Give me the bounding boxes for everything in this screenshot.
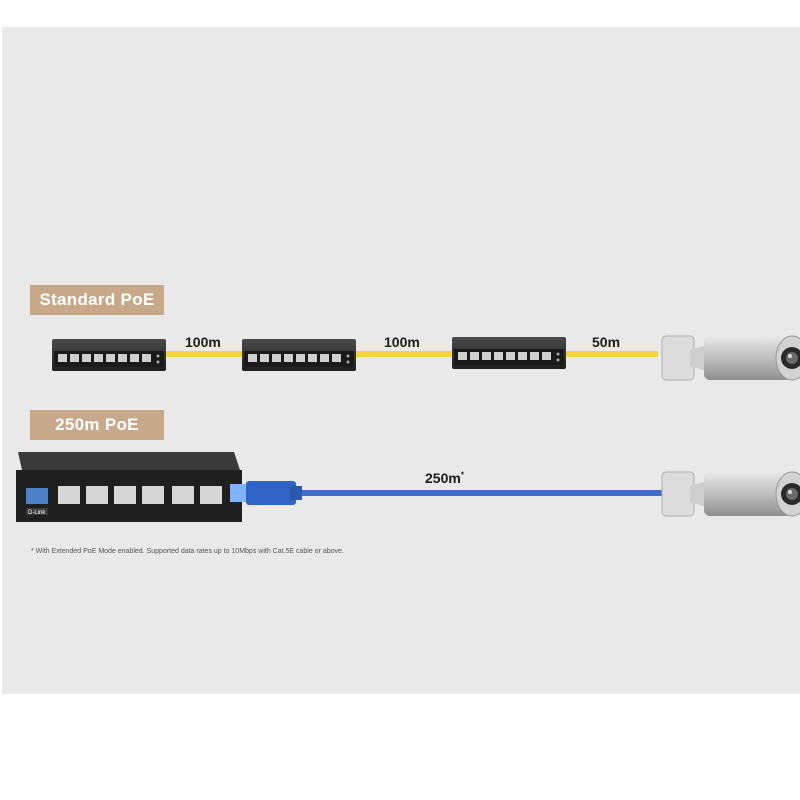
yellow-cable-1 [166, 351, 242, 357]
rj45-connector-icon [230, 481, 302, 505]
footnote: * With Extended PoE Mode enabled. Suppor… [31, 548, 344, 555]
network-switch-icon [452, 337, 566, 369]
asterisk-mark: * [460, 470, 464, 480]
distance-label-3: 50m [592, 334, 621, 350]
standard-poe-label: Standard PoE [30, 285, 164, 315]
distance-label-250: 250m* [425, 470, 464, 486]
yellow-cable-3 [566, 351, 658, 357]
yellow-cable-2 [356, 351, 452, 357]
standard-poe-row [52, 335, 800, 381]
security-camera-icon [661, 335, 800, 381]
network-switch-icon [52, 339, 166, 371]
network-switch-icon: D-Link [16, 452, 242, 522]
blue-cable [300, 490, 662, 496]
extended-poe-label: 250m PoE [30, 410, 164, 440]
network-switch-icon [242, 339, 356, 371]
svg-text:D-Link: D-Link [28, 510, 46, 516]
distance-label-1: 100m [185, 334, 221, 350]
extended-poe-row: D-Link [16, 452, 800, 522]
security-camera-icon [661, 471, 800, 517]
distance-label-2: 100m [384, 334, 420, 350]
